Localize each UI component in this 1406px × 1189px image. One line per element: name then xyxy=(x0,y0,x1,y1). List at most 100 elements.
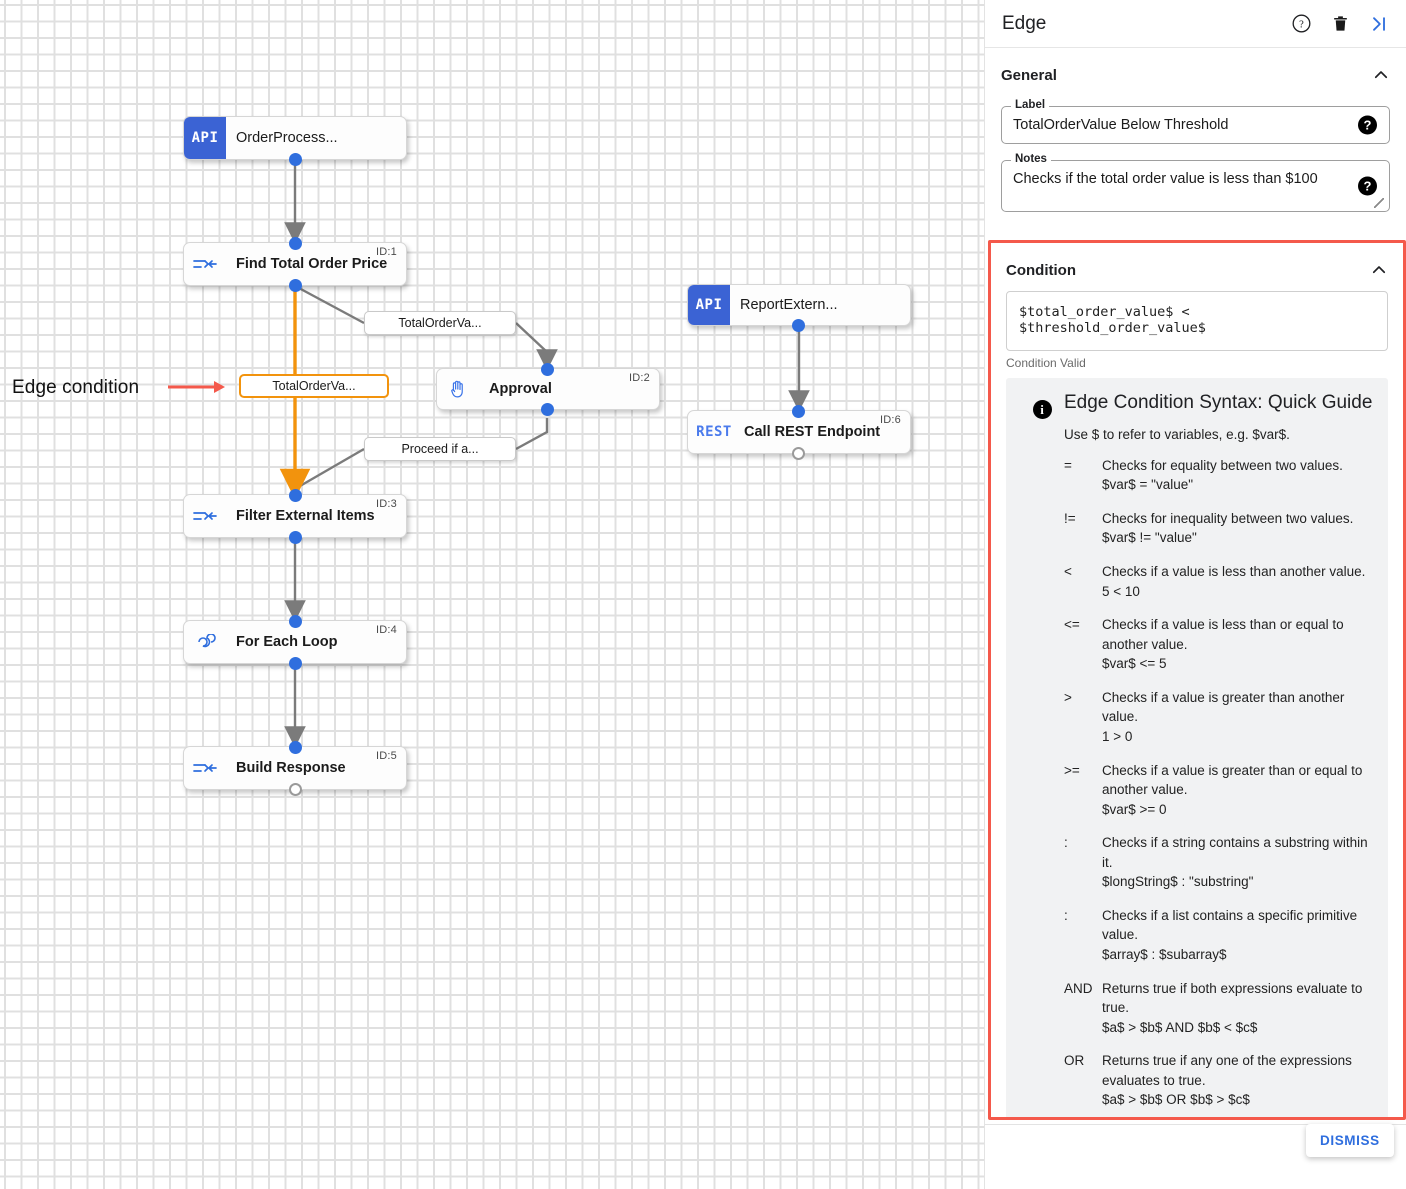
node-build-response[interactable]: Build Response ID:5 xyxy=(183,740,407,796)
operator-symbol: < xyxy=(1064,564,1072,580)
edge-condition-annotation: Edge condition xyxy=(12,377,140,398)
notes-help-icon[interactable]: ? xyxy=(1358,176,1377,196)
condition-section-header[interactable]: Condition xyxy=(1006,243,1388,285)
operator-row: :Checks if a list contains a specific pr… xyxy=(1064,906,1374,965)
operator-row: >Checks if a value is greater than anoth… xyxy=(1064,688,1374,747)
resize-handle[interactable] xyxy=(1374,198,1384,208)
node-id-tag: ID:2 xyxy=(629,372,650,384)
node-orderprocess[interactable]: API OrderProcess... xyxy=(183,116,407,166)
node-id-tag: ID:1 xyxy=(376,246,397,258)
chevron-up-icon[interactable] xyxy=(1372,66,1390,84)
edge-label-to-approval[interactable]: TotalOrderVa... xyxy=(364,311,516,335)
node-input-port[interactable] xyxy=(288,740,302,754)
syntax-guide-intro: Use $ to refer to variables, e.g. $var$. xyxy=(1064,426,1290,442)
flow-canvas[interactable]: Edge condition API OrderProcess... Find … xyxy=(0,0,984,1189)
label-field-value: TotalOrderValue Below Threshold xyxy=(1013,117,1229,133)
node-output-port[interactable] xyxy=(288,782,302,796)
operator-symbol: = xyxy=(1064,457,1072,473)
edge-label-proceed[interactable]: Proceed if a... xyxy=(364,437,516,461)
node-call-rest-endpoint[interactable]: REST Call REST Endpoint ID:6 xyxy=(687,404,911,460)
notes-field-label: Notes xyxy=(1011,153,1051,165)
panel-title: Edge xyxy=(1002,12,1047,34)
condition-section: Condition $total_order_value$ < $thresho… xyxy=(988,240,1406,1120)
node-for-each-loop[interactable]: For Each Loop ID:4 xyxy=(183,614,407,670)
node-output-port[interactable] xyxy=(792,318,805,332)
node-output-port[interactable] xyxy=(541,402,554,416)
node-output-port[interactable] xyxy=(288,152,302,166)
general-section: General Label TotalOrderValue Below Thre… xyxy=(985,48,1406,212)
node-title: OrderProcess... xyxy=(236,130,338,146)
annotation-arrow-icon xyxy=(168,381,225,393)
operator-description: Returns true if both expressions evaluat… xyxy=(1102,979,1374,1038)
operator-example: $a$ > $b$ OR $b$ > $c$ xyxy=(1102,1092,1250,1108)
node-input-port[interactable] xyxy=(288,236,302,250)
syntax-guide-panel: i Edge Condition Syntax: Quick Guide Use… xyxy=(1006,378,1388,1117)
operator-example: $var$ <= 5 xyxy=(1102,656,1167,672)
svg-text:?: ? xyxy=(1299,19,1304,30)
node-id-tag: ID:6 xyxy=(880,414,901,426)
chevron-up-icon[interactable] xyxy=(1370,261,1388,279)
operator-symbol: <= xyxy=(1064,617,1080,633)
operator-symbol: : xyxy=(1064,835,1068,851)
api-badge-icon: API xyxy=(184,117,226,159)
node-find-total-order-price[interactable]: Find Total Order Price ID:1 xyxy=(183,236,407,292)
operator-description: Returns true if any one of the expressio… xyxy=(1102,1051,1374,1110)
operator-example: $longString$ : "substring" xyxy=(1102,874,1254,890)
node-output-port[interactable] xyxy=(792,446,805,460)
node-input-port[interactable] xyxy=(792,404,805,418)
hand-icon xyxy=(437,369,479,409)
operator-symbol: AND xyxy=(1064,980,1093,996)
operator-row: <=Checks if a value is less than or equa… xyxy=(1064,615,1374,674)
node-output-port[interactable] xyxy=(288,656,302,670)
node-id-tag: ID:5 xyxy=(376,750,397,762)
node-title: For Each Loop xyxy=(236,634,338,650)
notes-field[interactable]: Notes Checks if the total order value is… xyxy=(1001,153,1390,212)
general-section-header[interactable]: General xyxy=(1001,48,1390,90)
operator-example: $var$ = "value" xyxy=(1102,477,1194,493)
transform-icon xyxy=(184,243,226,285)
dismiss-button[interactable]: DISMISS xyxy=(1306,1124,1394,1157)
operator-description: Checks if a list contains a specific pri… xyxy=(1102,906,1374,965)
panel-divider xyxy=(985,1124,1406,1125)
node-output-port[interactable] xyxy=(288,530,302,544)
operator-row: AND Returns true if both expressions eval… xyxy=(1064,979,1374,1038)
condition-heading: Condition xyxy=(1006,261,1076,279)
node-input-port[interactable] xyxy=(288,488,302,502)
operator-row: >=Checks if a value is greater than or e… xyxy=(1064,761,1374,820)
panel-header: Edge ? xyxy=(985,0,1406,48)
operator-row: !=Checks for inequality between two valu… xyxy=(1064,509,1374,548)
trash-icon[interactable] xyxy=(1331,13,1350,34)
general-heading: General xyxy=(1001,66,1057,84)
transform-icon xyxy=(184,495,226,537)
notes-field-value: Checks if the total order value is less … xyxy=(1013,171,1318,187)
operator-description: Checks if a value is greater than or equ… xyxy=(1102,761,1374,820)
operator-symbol: != xyxy=(1064,510,1076,526)
collapse-panel-icon[interactable] xyxy=(1369,14,1389,34)
operator-description: Checks for equality between two values.$… xyxy=(1102,456,1374,495)
node-title: Call REST Endpoint xyxy=(744,424,881,440)
label-help-icon[interactable]: ? xyxy=(1358,115,1377,135)
edge-label-selected[interactable]: TotalOrderVa... xyxy=(239,374,389,398)
node-input-port[interactable] xyxy=(288,614,302,628)
label-field[interactable]: Label TotalOrderValue Below Threshold ? xyxy=(1001,99,1390,144)
condition-expression-input[interactable]: $total_order_value$ < $threshold_order_v… xyxy=(1006,291,1388,351)
node-approval[interactable]: Approval ID:2 xyxy=(436,362,660,416)
operator-row: < Checks if a value is less than another … xyxy=(1064,562,1374,601)
help-circle-icon[interactable]: ? xyxy=(1291,13,1312,34)
condition-validity-text: Condition Valid xyxy=(1006,356,1086,370)
node-filter-external-items[interactable]: Filter External Items ID:3 xyxy=(183,488,407,544)
node-title: Approval xyxy=(489,381,552,397)
operator-row: :Checks if a string contains a substring… xyxy=(1064,833,1374,892)
info-icon: i xyxy=(1020,392,1064,1117)
rest-badge-icon: REST xyxy=(696,424,732,440)
operator-example: $var$ != "value" xyxy=(1102,530,1197,546)
node-input-port[interactable] xyxy=(541,362,554,376)
operator-description: Checks if a value is less than another v… xyxy=(1102,562,1374,601)
operator-description: Checks if a value is greater than anothe… xyxy=(1102,688,1374,747)
node-output-port[interactable] xyxy=(288,278,302,292)
transform-icon xyxy=(184,747,226,789)
node-reportextern[interactable]: API ReportExtern... xyxy=(687,284,911,332)
edge-connectors xyxy=(279,161,810,748)
operator-row: = Checks for equality between two values.… xyxy=(1064,456,1374,495)
